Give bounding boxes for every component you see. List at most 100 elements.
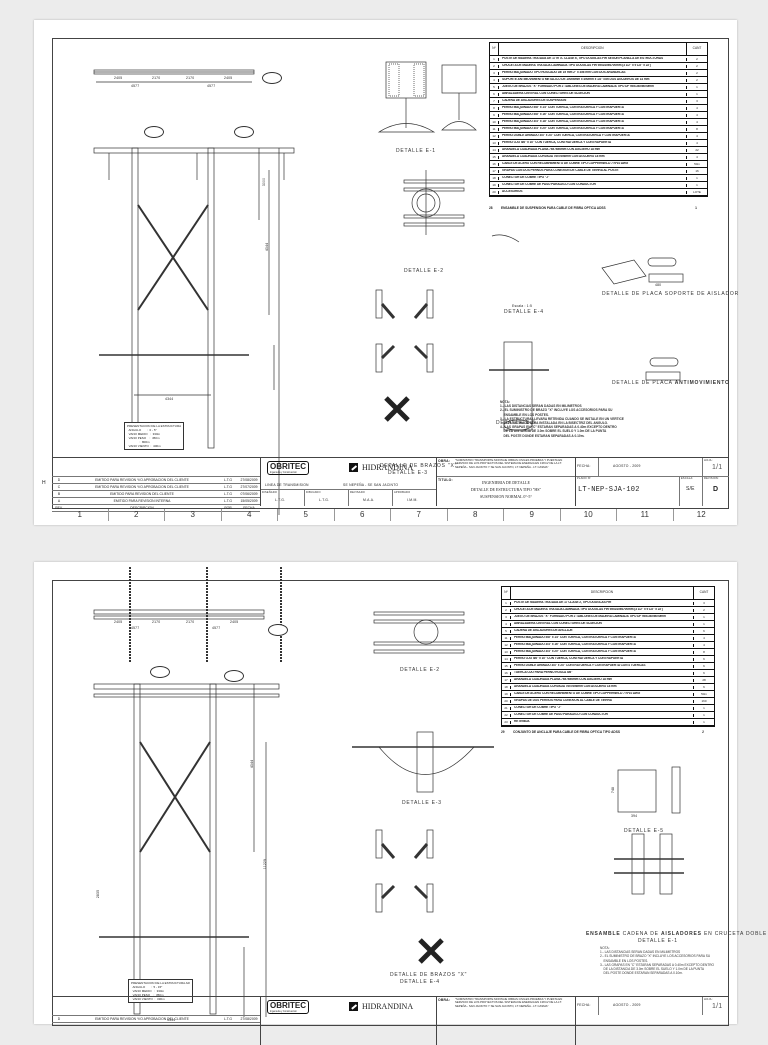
item-description: PERNO MAQUINADO 5/8" x 14" CON TUERCA, C…	[502, 106, 624, 110]
item-number: 16	[502, 671, 511, 675]
item-quantity: 22	[686, 148, 707, 152]
item-description: CONECTOR DE COBRE DE PASO PARALELO CON C…	[514, 713, 608, 717]
caption-detail-e3-title: DETALLE DE BRAZOS "X"	[380, 463, 458, 469]
callout-detail-e2	[144, 126, 164, 138]
notes-block: NOTA:1.- LAS DISTANCIAS SERAN DADAS EN M…	[500, 400, 624, 438]
item-number: 1	[490, 57, 499, 61]
drawing-sheet-2: 2405 2170 2170 2405 4577 4577 4344 11229…	[34, 562, 766, 1045]
item-description: CONECTOR DE COBRE TIPO "J"	[514, 706, 562, 710]
project-description: "SUMINISTRO TRANSPORTE MONTAJE OBRAS CIV…	[455, 458, 563, 469]
item-quantity: 4	[686, 134, 707, 138]
item-description: CONECTOR DE COBRE TIPO "J"	[502, 176, 550, 180]
item-description: PERNO MAQUINADO 3/4" x 20" CON TUERCA, C…	[514, 650, 636, 654]
structure-info-box: PRESENTACION DE LA ESTRUCTURA ANGULO : 0…	[124, 422, 185, 450]
item-quantity: 3	[686, 99, 707, 103]
item-description: PERNO OJO 5/8" x 10" CON TUERCA, CONTRAT…	[502, 141, 612, 145]
callout-detail-e2	[150, 666, 170, 678]
item-quantity: 8	[693, 650, 714, 654]
item-quantity: 2	[686, 78, 707, 82]
item-number: 1	[502, 601, 511, 605]
item-number: 3	[502, 615, 511, 619]
structure-elevation-drawing	[93, 61, 684, 515]
sheet-number: 1/1	[712, 1003, 723, 1010]
item-number: 19	[490, 183, 499, 187]
dim-segment-4: 2405	[230, 620, 239, 624]
dim-segment-4: 2405	[224, 76, 233, 80]
table-row-extra: 29 CONJUNTO DE ANCLAJE PARA CABLE DE FIB…	[501, 730, 704, 734]
item-number: 14	[502, 657, 511, 661]
dim-base-width: 4344	[167, 1018, 176, 1022]
scale-value: S/E	[686, 486, 695, 492]
item-quantity: 4	[693, 643, 714, 647]
caption-detail-e4-sub: DETALLE E-4	[400, 979, 440, 985]
drawing-metadata: FECHA: AGOSTO - 2009 HOJA:1/1	[576, 997, 729, 1045]
plan-number: LT-NEP-SJA-102	[578, 486, 640, 494]
drawing-title: INGENIERIA DE DETALLE DETALLE DE ESTRUCT…	[470, 480, 542, 499]
item-number: 17	[490, 169, 499, 173]
dim-half-2: 4577	[212, 626, 221, 630]
item-description: ARANDELA CUADRADA PLANA 76x76x6mm CON AG…	[514, 678, 613, 682]
drawing-frame	[52, 38, 729, 509]
item-number: 4	[490, 78, 499, 82]
item-number: 2	[490, 64, 499, 68]
item-number: 11	[502, 636, 511, 640]
hidrandina-logo: HIDRANDINA	[349, 1002, 413, 1011]
line-label: LINEA DE TRANSMISION	[265, 483, 309, 487]
item-number: 12	[490, 134, 499, 138]
item-number: 13	[502, 650, 511, 654]
item-number: 19	[502, 692, 511, 696]
caption-detail-e5: DETALLE E-5	[624, 828, 664, 834]
item-quantity: 1	[686, 183, 707, 187]
item-quantity: 4	[686, 113, 707, 117]
item-description: CABLE DE ACERO CON RECUBRIMIENTO DE COBR…	[514, 692, 641, 696]
item-number: 20	[502, 699, 511, 703]
item-number: 3	[490, 71, 499, 75]
item-number: 16	[490, 162, 499, 166]
item-number: 18	[490, 176, 499, 180]
item-description: CRUCETA DE MADERA TRATADA LAMINADA TIPO …	[514, 608, 663, 612]
item-description: CRUCETA DE MADERA TRATADA LAMINADA TIPO …	[502, 64, 651, 68]
item-number: 12	[502, 643, 511, 647]
item-description: PERNO MAQUINADO 3/4" x 16" CON TUERCA, C…	[514, 643, 636, 647]
dim-upper-height: 3000	[262, 177, 267, 187]
dim-base-width: 4344	[165, 397, 174, 401]
item-number: 14	[490, 148, 499, 152]
item-number: 5	[490, 85, 499, 89]
item-quantity: 1	[686, 92, 707, 96]
item-number: 10	[490, 120, 499, 124]
dim-segment-3: 2170	[186, 76, 195, 80]
item-description: PERNO DOBLE ARMADO 3/4" x 24" CONTRATUER…	[514, 664, 646, 668]
item-description: PERNO MAQUINADO TIPO ROSCADO DE 19 mm 2"…	[502, 71, 626, 75]
item-description: PERNO MAQUINADO 3/4" x 18" CON TUERCA, C…	[502, 120, 624, 124]
caption-chain-detail: DETALLE E-1	[638, 938, 678, 944]
item-quantity: 6	[693, 671, 714, 675]
item-quantity: 4	[686, 155, 707, 159]
item-number: 15	[490, 155, 499, 159]
